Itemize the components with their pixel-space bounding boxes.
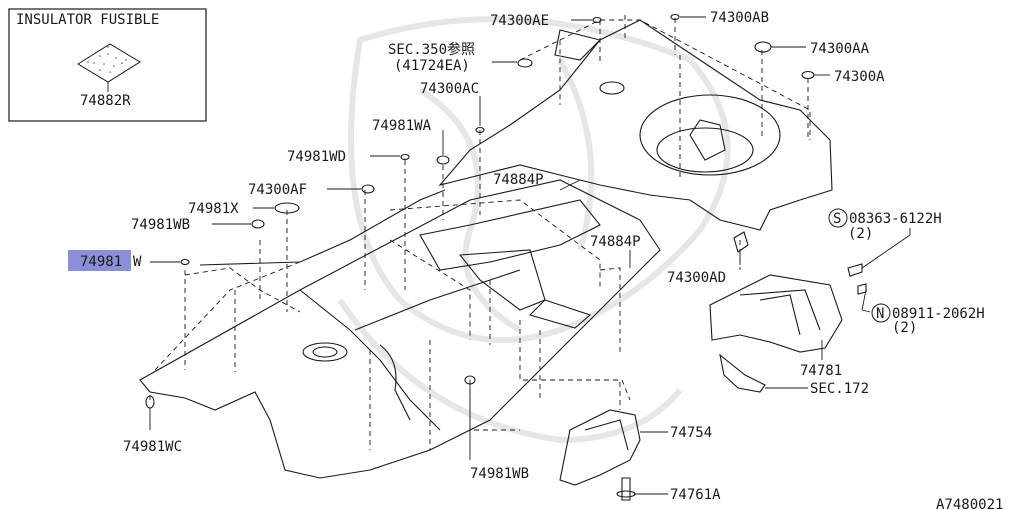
label-74300AC[interactable]: 74300AC: [420, 81, 479, 97]
label-74300AE[interactable]: 74300AE: [490, 13, 549, 29]
insulator-pad-texture: [87, 46, 127, 73]
nut-08911-icon: [857, 283, 867, 295]
plug-41724EA-icon: [517, 58, 533, 68]
label-74981WC[interactable]: 74981WC: [123, 439, 182, 455]
label-74300AD[interactable]: 74300AD: [667, 270, 726, 286]
label-08363-6122H[interactable]: 08363-6122H: [849, 211, 942, 227]
label-bolt-s-mark: S: [833, 211, 841, 227]
label-74300AB[interactable]: 74300AB: [710, 10, 769, 26]
label-nut-n-mark: N: [876, 306, 884, 322]
inset-insulator-fusible: INSULATOR FUSIBLE 74882R: [8, 8, 207, 122]
label-74981WD[interactable]: 74981WD: [287, 149, 346, 165]
clip-74300AC-icon: [475, 126, 485, 134]
label-74981WA[interactable]: 74981WA: [372, 118, 432, 134]
label-74781[interactable]: 74781: [800, 363, 842, 379]
clip-74300AE-icon: [592, 16, 602, 24]
leader-lines: [149, 16, 911, 495]
label-74754[interactable]: 74754: [670, 425, 712, 441]
diagram-id: A7480021: [936, 497, 1003, 510]
symbol-n-icon: [871, 303, 891, 323]
label-41724EA[interactable]: (41724EA): [394, 58, 470, 74]
bolt-74761A-icon: [621, 477, 631, 501]
heat-insulator-74781: [709, 274, 843, 353]
label-74981W-suffix: W: [133, 254, 142, 270]
floor-panel-front: [139, 179, 661, 479]
plug-74300AF-icon: [361, 184, 375, 194]
clip-74981W-icon: [180, 258, 190, 266]
label-74884P-lower[interactable]: 74884P: [590, 234, 641, 250]
clip-74981WD-icon: [400, 153, 410, 161]
label-74981WB-lower[interactable]: 74981WB: [470, 466, 529, 482]
plug-74300AA-icon: [754, 41, 772, 53]
watermark-logo: [337, 16, 731, 444]
heat-insulator-74754: [559, 409, 641, 486]
bracket-sec172: [719, 353, 766, 393]
label-08911-2062H[interactable]: 08911-2062H: [892, 306, 985, 322]
floor-panel-rear: [438, 19, 833, 231]
inset-part-number: 74882R: [80, 93, 131, 109]
label-74981W-highlighted[interactable]: 74981 W: [68, 250, 142, 271]
highlight-box: [68, 250, 131, 271]
label-74884P-upper[interactable]: 74884P: [493, 172, 544, 188]
plug-74300A-icon: [801, 70, 815, 80]
clip-74300AB-icon: [670, 13, 680, 21]
symbol-s-icon: [828, 208, 848, 228]
label-74981WB-upper[interactable]: 74981WB: [131, 217, 190, 233]
label-74300A[interactable]: 74300A: [834, 69, 885, 85]
plug-74981WB-icon: [251, 219, 265, 229]
label-74300AA[interactable]: 74300AA: [810, 41, 870, 57]
label-74761A[interactable]: 74761A: [670, 487, 721, 503]
pad-74981X-icon: [274, 202, 300, 214]
grommet-74300AD-icon: [733, 231, 749, 253]
label-bolt-qty: (2): [848, 226, 873, 242]
plug-74981WA-icon: [436, 155, 450, 165]
reference-dash-lines: [149, 15, 811, 450]
part-labels: 74300AE 74300AB SEC.350参照 (41724EA) 7430…: [68, 10, 1003, 510]
bolt-08363-icon: [847, 263, 863, 277]
insulator-pad-icon: [77, 43, 141, 83]
label-sec172[interactable]: SEC.172: [810, 381, 869, 397]
label-sec350[interactable]: SEC.350参照: [388, 41, 475, 58]
label-74981X[interactable]: 74981X: [188, 201, 239, 217]
label-74981W-main[interactable]: 74981: [80, 254, 122, 270]
label-nut-qty: (2): [892, 320, 917, 336]
label-74300AF[interactable]: 74300AF: [248, 182, 307, 198]
inset-title: INSULATOR FUSIBLE: [16, 12, 159, 28]
